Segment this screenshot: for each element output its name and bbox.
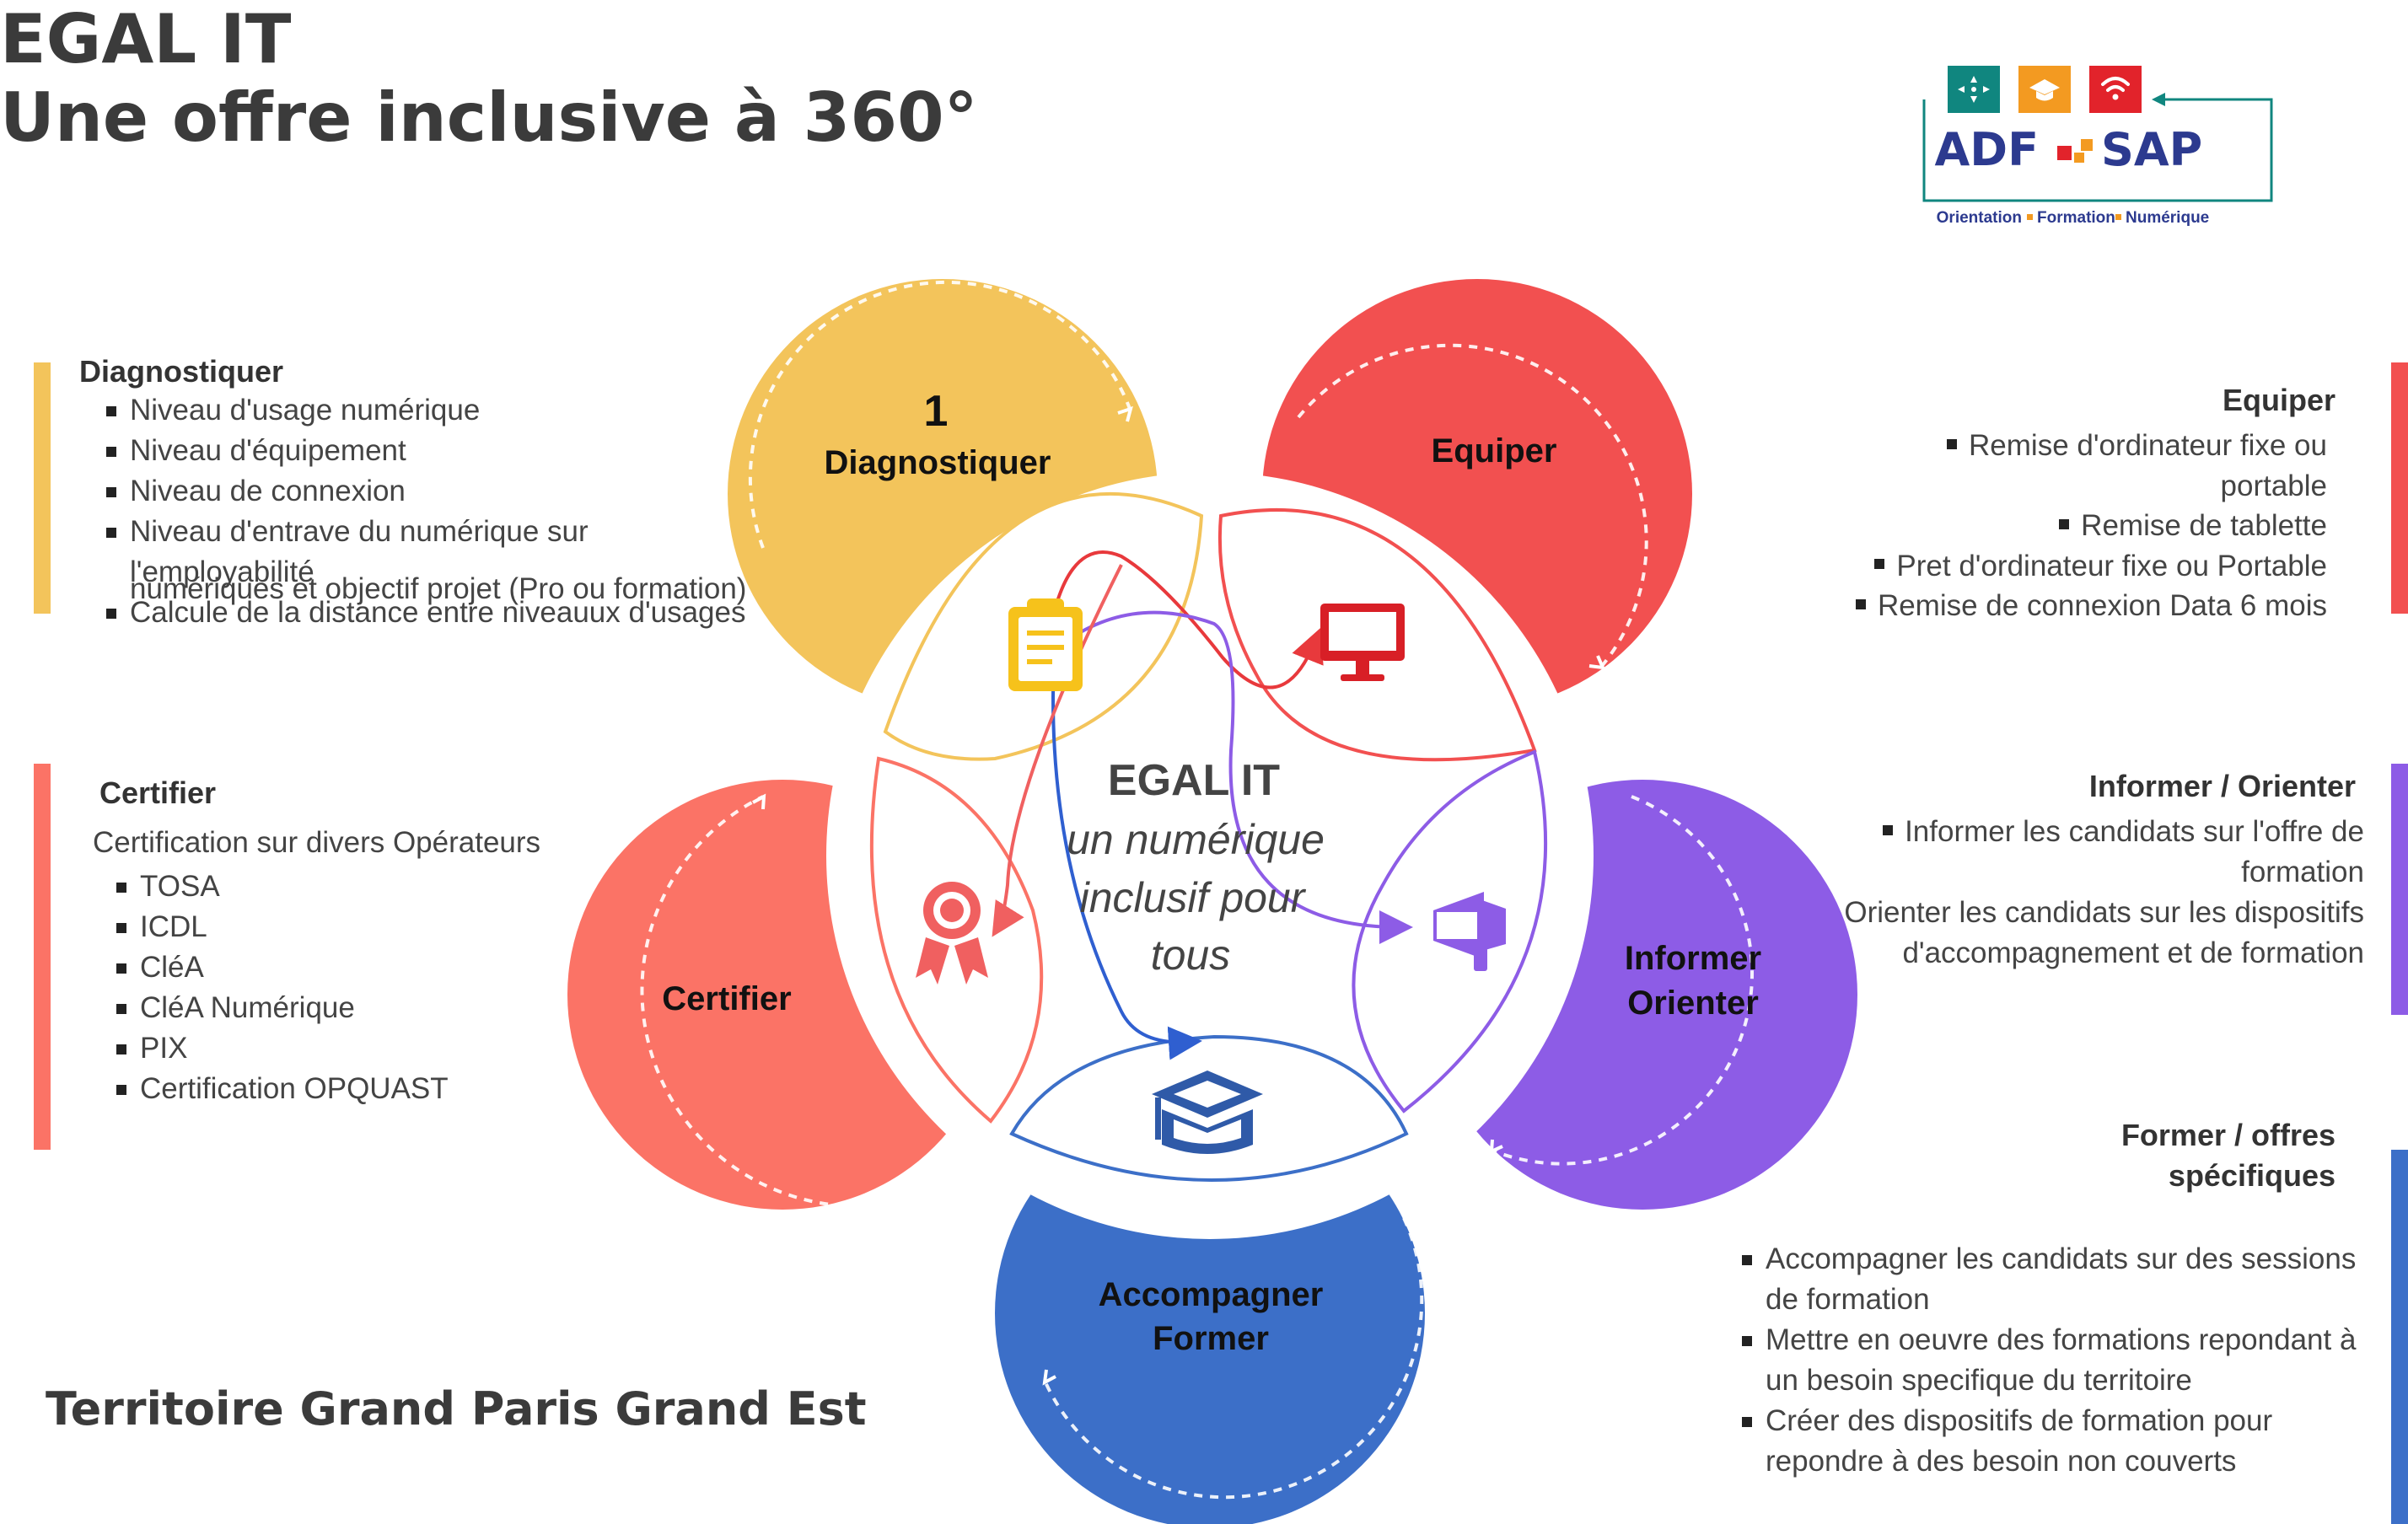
flow-arrow-informer bbox=[1044, 610, 1413, 944]
dashed-arc-certifier bbox=[640, 795, 954, 1209]
megaphone-icon bbox=[1433, 892, 1506, 971]
petal-number: 1 bbox=[924, 387, 949, 436]
center-subtitle-2: inclusif pour bbox=[1080, 874, 1307, 921]
former-list: Accompagner les candidats sur des sessio… bbox=[1742, 1239, 2400, 1482]
list-item: Niveau d'entrave du numérique sur l'empl… bbox=[106, 512, 764, 593]
dashed-arc-informer bbox=[1492, 795, 1755, 1166]
list-item: TOSA bbox=[116, 867, 538, 907]
list-item: CléA Numérique bbox=[116, 988, 538, 1028]
dashed-arc-diagnostiquer bbox=[748, 280, 1131, 549]
territory-label: Territoire Grand Paris Grand Est bbox=[46, 1382, 867, 1435]
section-title-equiper: Equiper bbox=[2222, 383, 2335, 417]
section-title-certifier: Certifier bbox=[99, 775, 217, 810]
list-item: Remise de tablette bbox=[1669, 506, 2327, 546]
monitor-icon bbox=[1320, 604, 1405, 681]
accent-bar-equiper bbox=[2391, 362, 2408, 614]
diagnostiquer-list: Niveau d'usage numérique Niveau d'équipe… bbox=[106, 390, 764, 633]
award-ribbon-icon bbox=[916, 882, 988, 985]
list-item-continuation: numériques et objectif projet (Pro ou fo… bbox=[130, 572, 747, 605]
section-title-former-1: Former / offres bbox=[2120, 1118, 2335, 1152]
logo-graphic: ADF SAP Orientation Formation Numérique bbox=[1922, 66, 2273, 227]
certifier-list: TOSA ICDL CléA CléA Numérique PIX Certif… bbox=[116, 867, 538, 1109]
logo-adf: ADF bbox=[1934, 123, 2039, 176]
petal-label-former-1: Accompagner bbox=[1099, 1276, 1324, 1313]
dashed-arc-equiper bbox=[1297, 343, 1648, 668]
section-title-informer: Informer / Orienter bbox=[2088, 769, 2356, 803]
dashed-arc-former bbox=[1044, 1217, 1424, 1500]
logo-sap: SAP bbox=[2101, 123, 2202, 176]
logo-tagline-1: Orientation bbox=[1937, 209, 2022, 227]
list-item: Accompagner les candidats sur des sessio… bbox=[1742, 1239, 2400, 1320]
section-title-former-2: spécifiques bbox=[2168, 1158, 2335, 1193]
compass-arrows-icon bbox=[1958, 76, 1990, 103]
list-item: Niveau d'usage numérique bbox=[106, 390, 764, 431]
graduation-cap-icon bbox=[1152, 1071, 1263, 1154]
accent-bar-diagnostiquer bbox=[34, 362, 51, 614]
wifi-icon bbox=[2089, 66, 2142, 113]
list-item: Niveau de connexion bbox=[106, 471, 764, 512]
petal-label-equiper: Equiper bbox=[1432, 432, 1557, 470]
flow-arrow-equiper bbox=[1044, 550, 1324, 690]
center-subtitle-3: tous bbox=[1151, 931, 1231, 979]
petal-label-informer-1: Informer bbox=[1625, 940, 1761, 977]
logo: ADF SAP Orientation Formation Numérique bbox=[1914, 59, 2285, 228]
certifier-intro: Certification sur divers Opérateurs bbox=[93, 826, 541, 859]
petal-label-diagnostiquer: Diagnostiquer bbox=[825, 444, 1051, 481]
list-item: Niveau d'équipement bbox=[106, 431, 764, 471]
page-title: EGAL IT bbox=[0, 0, 292, 78]
list-item: Certification OPQUAST bbox=[116, 1069, 538, 1109]
logo-tagline-3: Numérique bbox=[2126, 209, 2209, 227]
center-subtitle-1: un numérique bbox=[1067, 816, 1325, 863]
accent-bar-certifier bbox=[34, 764, 51, 1150]
accent-bar-informer bbox=[2391, 764, 2408, 1015]
petal-label-informer-2: Orienter bbox=[1627, 985, 1759, 1022]
list-item: PIX bbox=[116, 1028, 538, 1069]
section-title-diagnostiquer: Diagnostiquer bbox=[79, 354, 284, 389]
list-item: Mettre en oeuvre des formations repondan… bbox=[1742, 1320, 2400, 1401]
page-subtitle: Une offre inclusive à 360° bbox=[0, 78, 978, 157]
list-item: Orienter les candidats sur les dispositi… bbox=[1690, 893, 2364, 974]
list-item: Remise de connexion Data 6 mois bbox=[1669, 586, 2327, 626]
list-item: CléA bbox=[116, 947, 538, 988]
logo-tagline-2: Formation bbox=[2037, 209, 2115, 227]
flow-arrow-former bbox=[1051, 657, 1202, 1060]
clipboard-icon bbox=[1008, 598, 1083, 691]
list-item: Pret d'ordinateur fixe ou Portable bbox=[1669, 546, 2327, 587]
petal-label-former-2: Former bbox=[1153, 1320, 1269, 1357]
lens-certifier bbox=[869, 756, 1044, 1124]
center-title: EGAL IT bbox=[1108, 756, 1280, 805]
list-item: ICDL bbox=[116, 907, 538, 947]
list-item: Calcule de la distance entre niveauux d'… bbox=[106, 593, 764, 633]
accent-bar-former bbox=[2391, 1150, 2408, 1524]
petal-label-certifier: Certifier bbox=[662, 980, 791, 1017]
